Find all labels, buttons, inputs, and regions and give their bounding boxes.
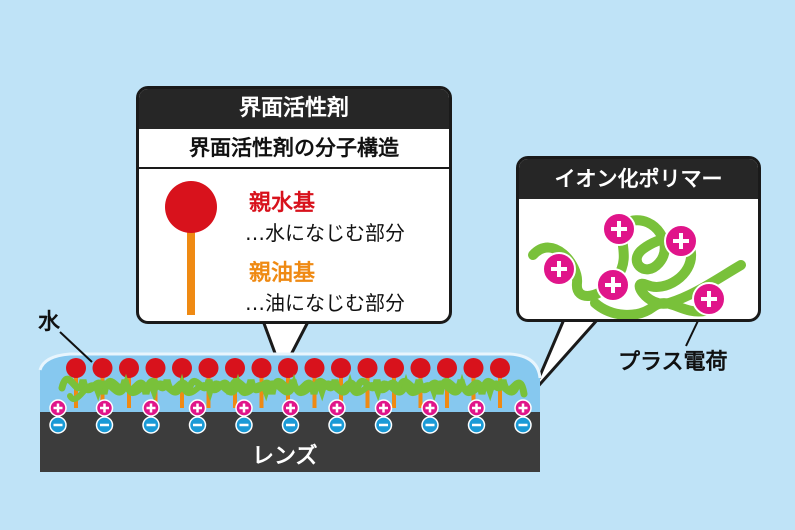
minus-sign-icon <box>514 416 532 434</box>
hydrophilic-head-icon <box>119 358 139 378</box>
minus-sign-icon <box>421 416 439 434</box>
lipophilic-name: 親油基 <box>249 261 316 286</box>
plus-sign-icon <box>328 399 346 417</box>
hydrophilic-head-icon <box>198 358 219 378</box>
plus-sign-icon <box>49 399 67 417</box>
hydrophilic-head-icon <box>66 358 86 378</box>
surfactant-box-subtitle: 界面活性剤の分子構造 <box>139 129 449 169</box>
hydrophilic-head-icon <box>437 358 457 378</box>
polymer-chain-icon <box>528 215 746 309</box>
hydrophilic-head-icon <box>165 181 217 233</box>
hydrophilic-head-icon <box>251 358 272 378</box>
plus-sign-icon <box>374 399 393 417</box>
minus-sign-icon <box>467 416 486 434</box>
minus-sign-icon <box>328 416 346 434</box>
hydrophilic-head-icon <box>331 358 351 378</box>
polymer-box: イオン化ポリマー <box>516 156 761 322</box>
plus-sign-icon <box>142 399 160 417</box>
plus-sign-icon <box>188 399 207 417</box>
hydrophilic-head-icon <box>172 358 192 378</box>
charge-layer <box>49 399 532 434</box>
surfactant-box: 界面活性剤 界面活性剤の分子構造 親水基 …水になじむ部分 親油基 …油になじむ… <box>136 86 452 324</box>
plus-sign-icon <box>421 399 439 417</box>
polymer-chain-icon <box>590 298 710 319</box>
lipophilic-desc: …油になじむ部分 <box>245 291 405 315</box>
plus-sign-icon <box>596 268 630 302</box>
polymer-layer <box>58 373 528 402</box>
minus-sign-icon <box>281 416 300 434</box>
plus-sign-icon <box>602 212 636 246</box>
plus-sign-icon <box>514 399 532 417</box>
lens-label: レンズ <box>252 444 318 469</box>
hydrophilic-head-icon <box>145 358 166 378</box>
positive-charge-label: プラス電荷 <box>618 350 728 375</box>
plus-sign-icon <box>664 224 698 258</box>
plus-sign-icon <box>281 399 300 417</box>
minus-sign-icon <box>142 416 160 434</box>
polymer-illustration <box>528 212 746 319</box>
polymer-box-title: イオン化ポリマー <box>519 159 758 199</box>
polymer-callout-pointer <box>531 308 610 393</box>
hydrophilic-head-icon <box>357 358 378 378</box>
lipophilic-tail-icon <box>187 211 195 315</box>
hydrophilic-head-icon <box>304 358 325 378</box>
hydrophilic-name: 親水基 <box>249 191 316 216</box>
hydrophilic-head-icon <box>92 358 113 378</box>
surfactant-box-title: 界面活性剤 <box>139 89 449 129</box>
hydrophilic-head-icon <box>410 358 431 378</box>
plus-sign-icon <box>692 282 726 316</box>
water-leader-line <box>59 331 93 363</box>
plus-sign-icon <box>467 399 486 417</box>
plus-sign-icon <box>542 252 576 286</box>
plus-sign-icon <box>95 399 114 417</box>
hydrophilic-head-icon <box>384 358 404 378</box>
water-surface-highlight <box>38 352 542 379</box>
surfactant-molecule-icon <box>165 181 217 315</box>
polymer-chain-icon <box>67 373 521 402</box>
minus-sign-icon <box>374 416 393 434</box>
minus-sign-icon <box>188 416 207 434</box>
hydrophilic-head-icon <box>463 358 484 378</box>
minus-sign-icon <box>49 416 67 434</box>
hydrophilic-head-icon <box>278 358 298 378</box>
hydrophilic-head-icon <box>225 358 245 378</box>
minus-sign-icon <box>235 416 253 434</box>
hydrophilic-desc: …水になじむ部分 <box>245 221 405 245</box>
water-label: 水 <box>38 310 61 335</box>
plus-sign-icon <box>235 399 253 417</box>
hydrophilic-head-icon <box>490 358 510 378</box>
minus-sign-icon <box>95 416 114 434</box>
